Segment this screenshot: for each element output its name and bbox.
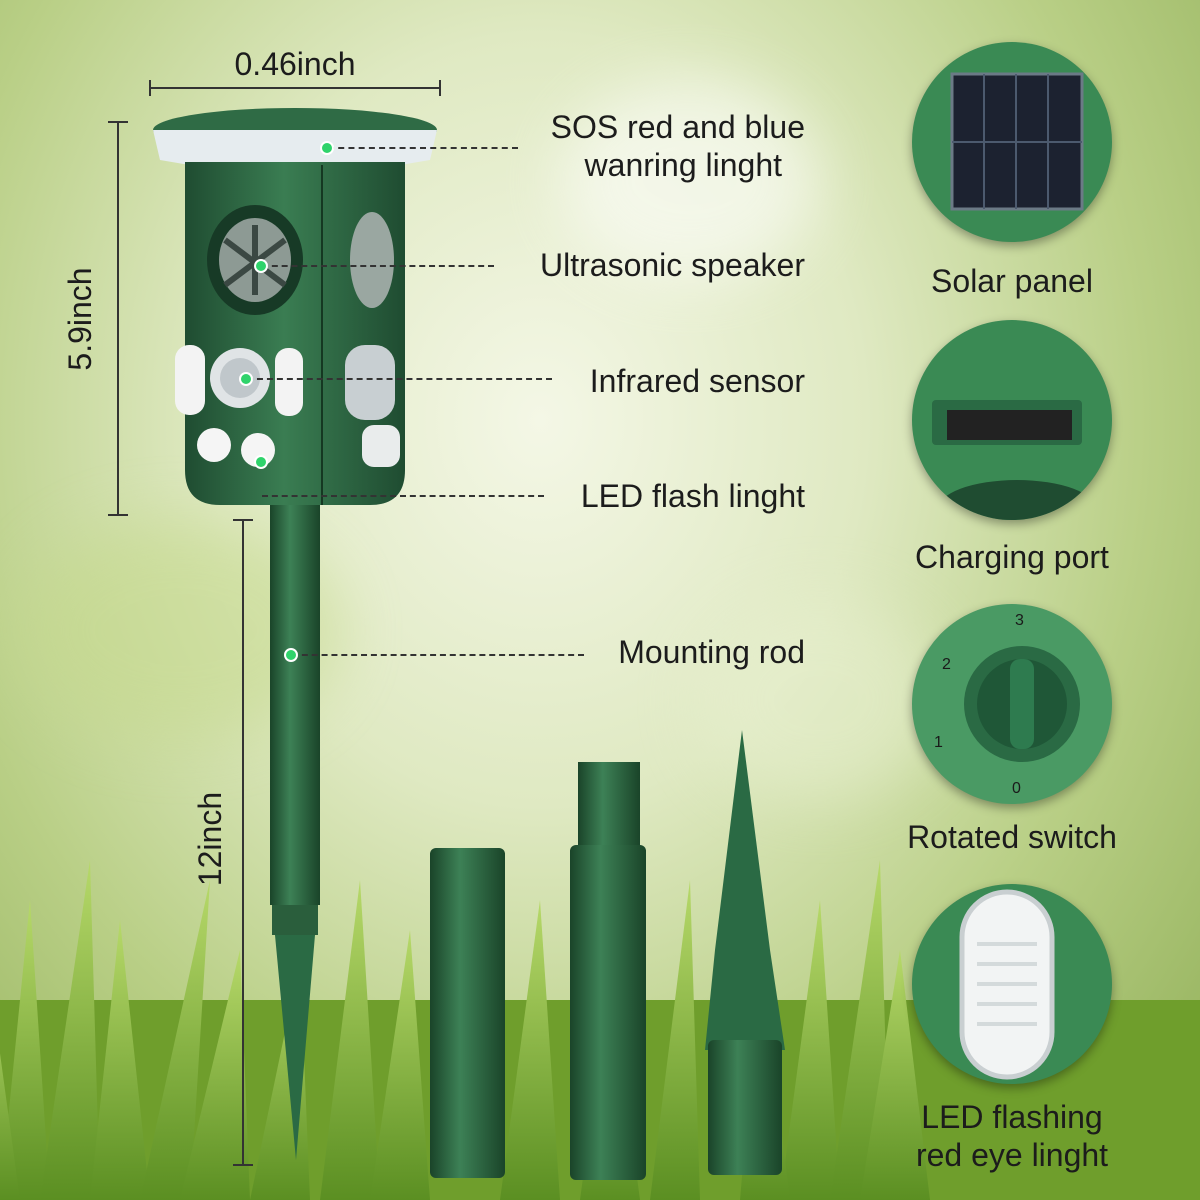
- solar-panel-image: [950, 72, 1084, 211]
- sos-light-label-line2: wanring linght: [584, 147, 782, 183]
- background-bokeh: [560, 80, 820, 280]
- mounting-rod-leader: [292, 654, 584, 656]
- switch-digit-0: 0: [1012, 780, 1021, 797]
- sos-dot: [320, 141, 334, 155]
- solar-panel-closeup: [912, 42, 1112, 242]
- led-flash-label: LED flash linght: [580, 478, 805, 514]
- infrared-sensor-label: Infrared sensor: [589, 363, 805, 399]
- sos-light-label-line1: SOS red and blue: [550, 109, 805, 145]
- led-flash-leader: [262, 495, 544, 497]
- switch-digit-2: 2: [942, 656, 951, 673]
- rotated-switch-label: Rotated switch: [907, 819, 1117, 855]
- infrared-leader: [247, 378, 552, 380]
- mounting-rod-label: Mounting rod: [618, 634, 805, 670]
- charging-port-closeup: [912, 320, 1112, 520]
- red-eye-light-closeup: [912, 884, 1112, 1084]
- red-eye-light-image: [959, 889, 1055, 1080]
- ultrasonic-speaker-label: Ultrasonic speaker: [540, 247, 805, 283]
- width-dimension-label: 0.46inch: [234, 46, 356, 82]
- infrared-dot: [239, 372, 253, 386]
- switch-digit-3: 3: [1015, 612, 1024, 629]
- mounting-rod-dot: [284, 648, 298, 662]
- solar-panel-label: Solar panel: [931, 263, 1093, 299]
- charging-port-image: [932, 400, 1097, 520]
- ultrasonic-leader: [262, 265, 494, 267]
- ultrasonic-dot: [254, 259, 268, 273]
- sos-leader: [328, 147, 518, 149]
- led-red-eye-label-line1: LED flashing: [921, 1099, 1103, 1135]
- led-flash-dot: [254, 455, 268, 469]
- charging-port-label: Charging port: [915, 539, 1109, 575]
- rotated-switch-closeup: 3 2 1 0: [912, 604, 1112, 804]
- switch-digit-1: 1: [934, 734, 943, 751]
- led-red-eye-label-line2: red eye linght: [915, 1137, 1109, 1173]
- rotated-switch-image: [964, 646, 1080, 762]
